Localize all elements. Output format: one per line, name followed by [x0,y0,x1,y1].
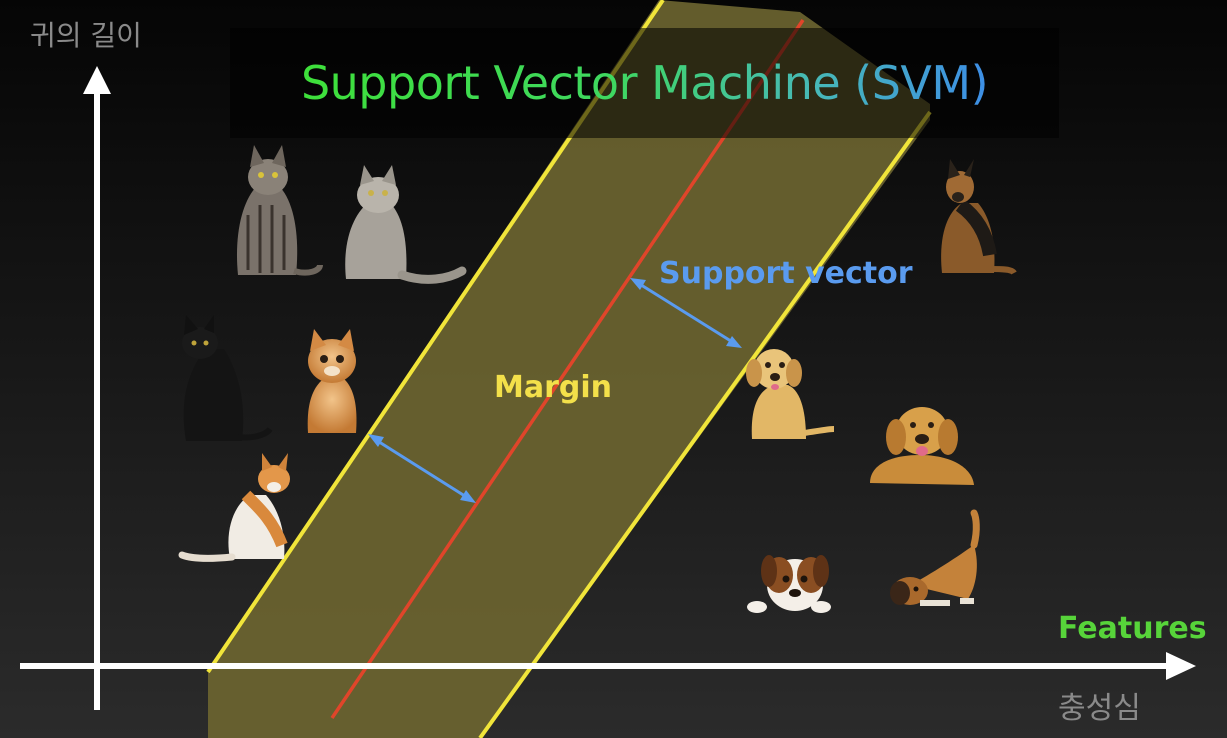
dog-icon [746,349,835,439]
margin-label: Margin [494,370,613,405]
cat-icon [345,165,467,284]
dog-icon [941,159,1017,275]
dog-icon [747,555,831,613]
cat-icon [182,315,273,441]
cat-icon [307,329,357,433]
features-label: Features [1058,611,1207,646]
title-banner: Support Vector Machine (SVM) [230,28,1059,138]
support-vector-arrow-right [630,278,742,348]
y-axis-label: 귀의 길이 [30,19,142,52]
dog-icon [870,407,974,485]
diagram-title: Support Vector Machine (SVM) [300,56,989,110]
support-vector-label: Support vector [659,256,913,291]
y-axis [83,66,111,710]
x-axis-label: 충성심 [1058,691,1141,726]
support-vector-arrow-left [368,434,476,503]
x-axis [20,652,1196,680]
cat-icon [178,453,290,562]
dog-icon [890,509,980,606]
margin-edge-right [478,110,932,738]
cat-icon [236,145,323,276]
